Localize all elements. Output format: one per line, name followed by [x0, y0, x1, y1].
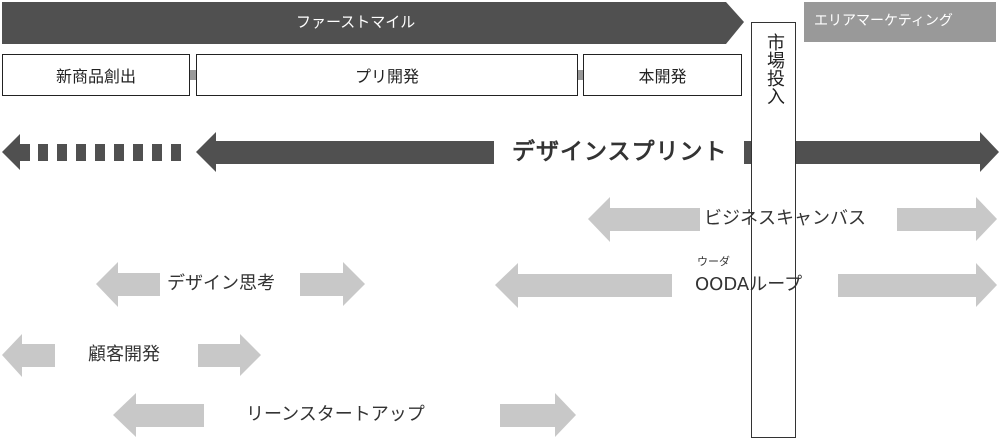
lean-startup-left-arrow — [113, 393, 204, 437]
stage-new-product: 新商品創出 — [2, 54, 190, 96]
stage-pre-development-label: プリ開発 — [354, 67, 419, 86]
sprint-dash-9 — [171, 144, 181, 161]
customer-development-label: 顧客開発 — [88, 344, 160, 365]
sprint-left-arrow — [196, 132, 494, 172]
market-entry-label: 市場投入 — [764, 33, 785, 105]
sprint-dash-8 — [152, 144, 162, 161]
design-thinking-label: デザイン思考 — [167, 273, 275, 294]
area-marketing-banner — [804, 2, 996, 42]
stage-main-development: 本開発 — [583, 54, 742, 96]
sprint-dash-7 — [133, 144, 143, 161]
design-thinking-left-arrow — [96, 262, 160, 307]
market-entry-box: 市場投入 — [751, 22, 796, 438]
sprint-dash-2 — [38, 144, 48, 161]
ooda-ruby-label: ウーダ — [697, 255, 730, 268]
ooda-left-arrow — [495, 263, 672, 308]
sprint-left-arrow-head — [2, 134, 20, 170]
lean-startup-label: リーンスタートアップ — [246, 404, 425, 425]
sprint-dash-1 — [20, 144, 30, 161]
customer-development-left-arrow — [2, 334, 55, 377]
sprint-right-arrow — [744, 132, 999, 172]
stage-pre-development: プリ開発 — [196, 54, 578, 96]
business-canvas-label: ビジネスキャンバス — [704, 208, 866, 229]
first-mile-label: ファーストマイル — [296, 13, 416, 31]
business-canvas-right-arrow — [897, 197, 997, 241]
sprint-dash-6 — [114, 144, 124, 161]
first-mile-banner — [2, 2, 744, 44]
business-canvas-left-arrow — [588, 197, 700, 242]
customer-development-right-arrow — [198, 334, 261, 376]
sprint-dash-3 — [57, 144, 67, 161]
area-marketing-label: エリアマーケティング — [814, 13, 953, 29]
ooda-right-arrow — [838, 263, 997, 307]
sprint-dash-5 — [95, 144, 105, 161]
sprint-dash-4 — [76, 144, 86, 161]
lean-startup-right-arrow — [500, 393, 576, 437]
design-thinking-right-arrow — [300, 262, 365, 306]
ooda-loop-label: OODAループ — [695, 274, 803, 295]
design-sprint-label: デザインスプリント — [512, 139, 728, 165]
stage-new-product-label: 新商品創出 — [55, 67, 136, 86]
stage-main-development-label: 本開発 — [638, 67, 687, 86]
